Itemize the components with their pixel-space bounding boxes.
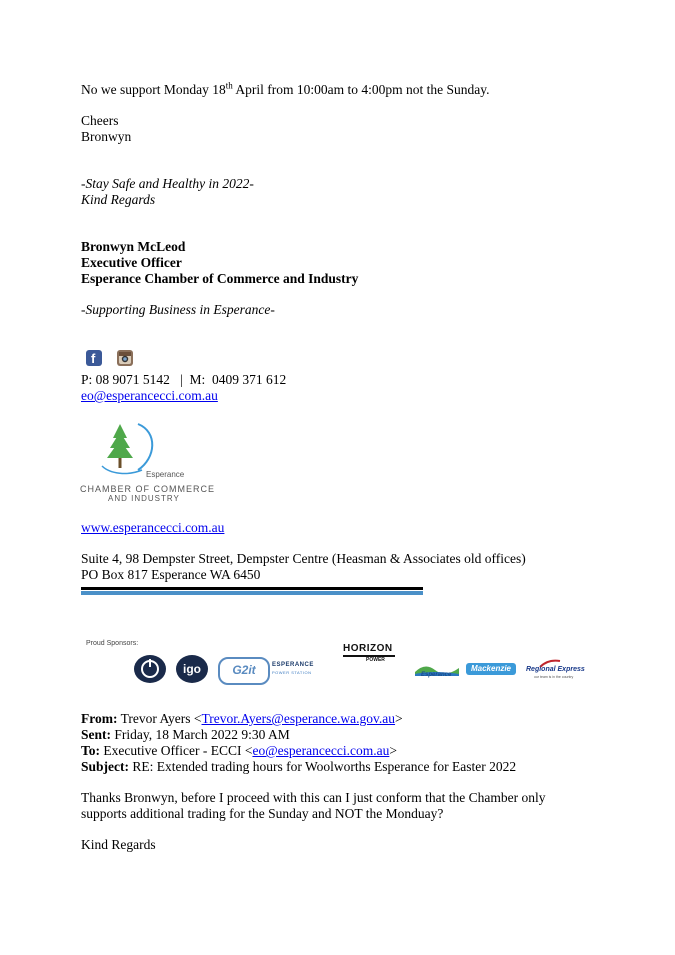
sponsor-rex: Regional Express: [526, 666, 585, 673]
signature-name: Bronwyn McLeod: [81, 239, 186, 254]
signature-tagline: -Supporting Business in Esperance-: [81, 302, 275, 317]
esperance-shire-text: Esperance: [421, 672, 452, 678]
sponsor-esperance-shire: Esperance: [413, 660, 461, 680]
logo-word: Esperance: [146, 470, 185, 479]
sponsor-esperance-power: ESPERANCE: [272, 662, 314, 668]
rex-swoosh-icon: [538, 656, 562, 668]
logo-line2: AND INDUSTRY: [108, 494, 180, 503]
chamber-logo-graphic: [101, 423, 154, 475]
divider-dark: [81, 587, 423, 590]
svg-text:f: f: [91, 351, 96, 366]
horizon-underline: [343, 655, 395, 657]
sponsor-horizon-power: HORIZON: [343, 643, 393, 654]
divider-blue: [81, 591, 423, 595]
reply-name: Bronwyn: [81, 129, 132, 144]
signature-email-link[interactable]: eo@esperancecci.com.au: [81, 388, 218, 403]
from-line: From: Trevor Ayers <Trevor.Ayers@esperan…: [81, 711, 403, 726]
original-closing: Kind Regards: [81, 837, 156, 852]
kind-regards-signature: Kind Regards: [81, 192, 156, 207]
sponsor-mackenzie: Mackenzie: [466, 663, 516, 675]
chamber-logo: Esperance CHAMBER OF COMMERCE AND INDUST…: [80, 418, 220, 508]
address-line-1: Suite 4, 98 Dempster Street, Dempster Ce…: [81, 551, 526, 566]
instagram-icon[interactable]: [117, 350, 133, 366]
sponsor-esperance-power-sub: POWER STATION: [272, 670, 312, 675]
phone-line: P: 08 9071 5142 | M: 0409 371 612: [81, 372, 287, 387]
stay-safe-line: -Stay Safe and Healthy in 2022-: [81, 176, 254, 191]
logo-line1: CHAMBER OF COMMERCE: [80, 484, 216, 494]
to-email-link[interactable]: eo@esperancecci.com.au: [252, 743, 390, 758]
sponsor-logo-1: [134, 655, 166, 683]
website-link[interactable]: www.esperancecci.com.au: [81, 520, 225, 535]
signature-title: Executive Officer: [81, 255, 182, 270]
from-email-link[interactable]: Trevor.Ayers@esperance.wa.gov.au: [201, 711, 396, 726]
sponsor-g2it-logo: G2it: [218, 657, 270, 685]
signature-organisation: Esperance Chamber of Commerce and Indust…: [81, 271, 359, 286]
original-body-line-1: Thanks Bronwyn, before I proceed with th…: [81, 790, 546, 805]
original-body-line-2: supports additional trading for the Sund…: [81, 806, 444, 821]
address-line-2: PO Box 817 Esperance WA 6450: [81, 567, 261, 582]
sent-line: Sent: Friday, 18 March 2022 9:30 AM: [81, 727, 290, 742]
reply-cheers: Cheers: [81, 113, 119, 128]
reply-first-line: No we support Monday 18th April from 10:…: [81, 80, 490, 97]
sponsor-rex-sub: our team is in the country: [534, 675, 574, 679]
sponsors-label: Proud Sponsors:: [86, 640, 139, 647]
sponsor-igo-logo: igo: [176, 655, 208, 683]
sponsor-horizon-sub: POWER: [366, 657, 385, 663]
to-line: To: Executive Officer - ECCI <eo@esperan…: [81, 743, 397, 758]
facebook-icon[interactable]: f: [86, 350, 102, 366]
subject-line: Subject: RE: Extended trading hours for …: [81, 759, 517, 774]
